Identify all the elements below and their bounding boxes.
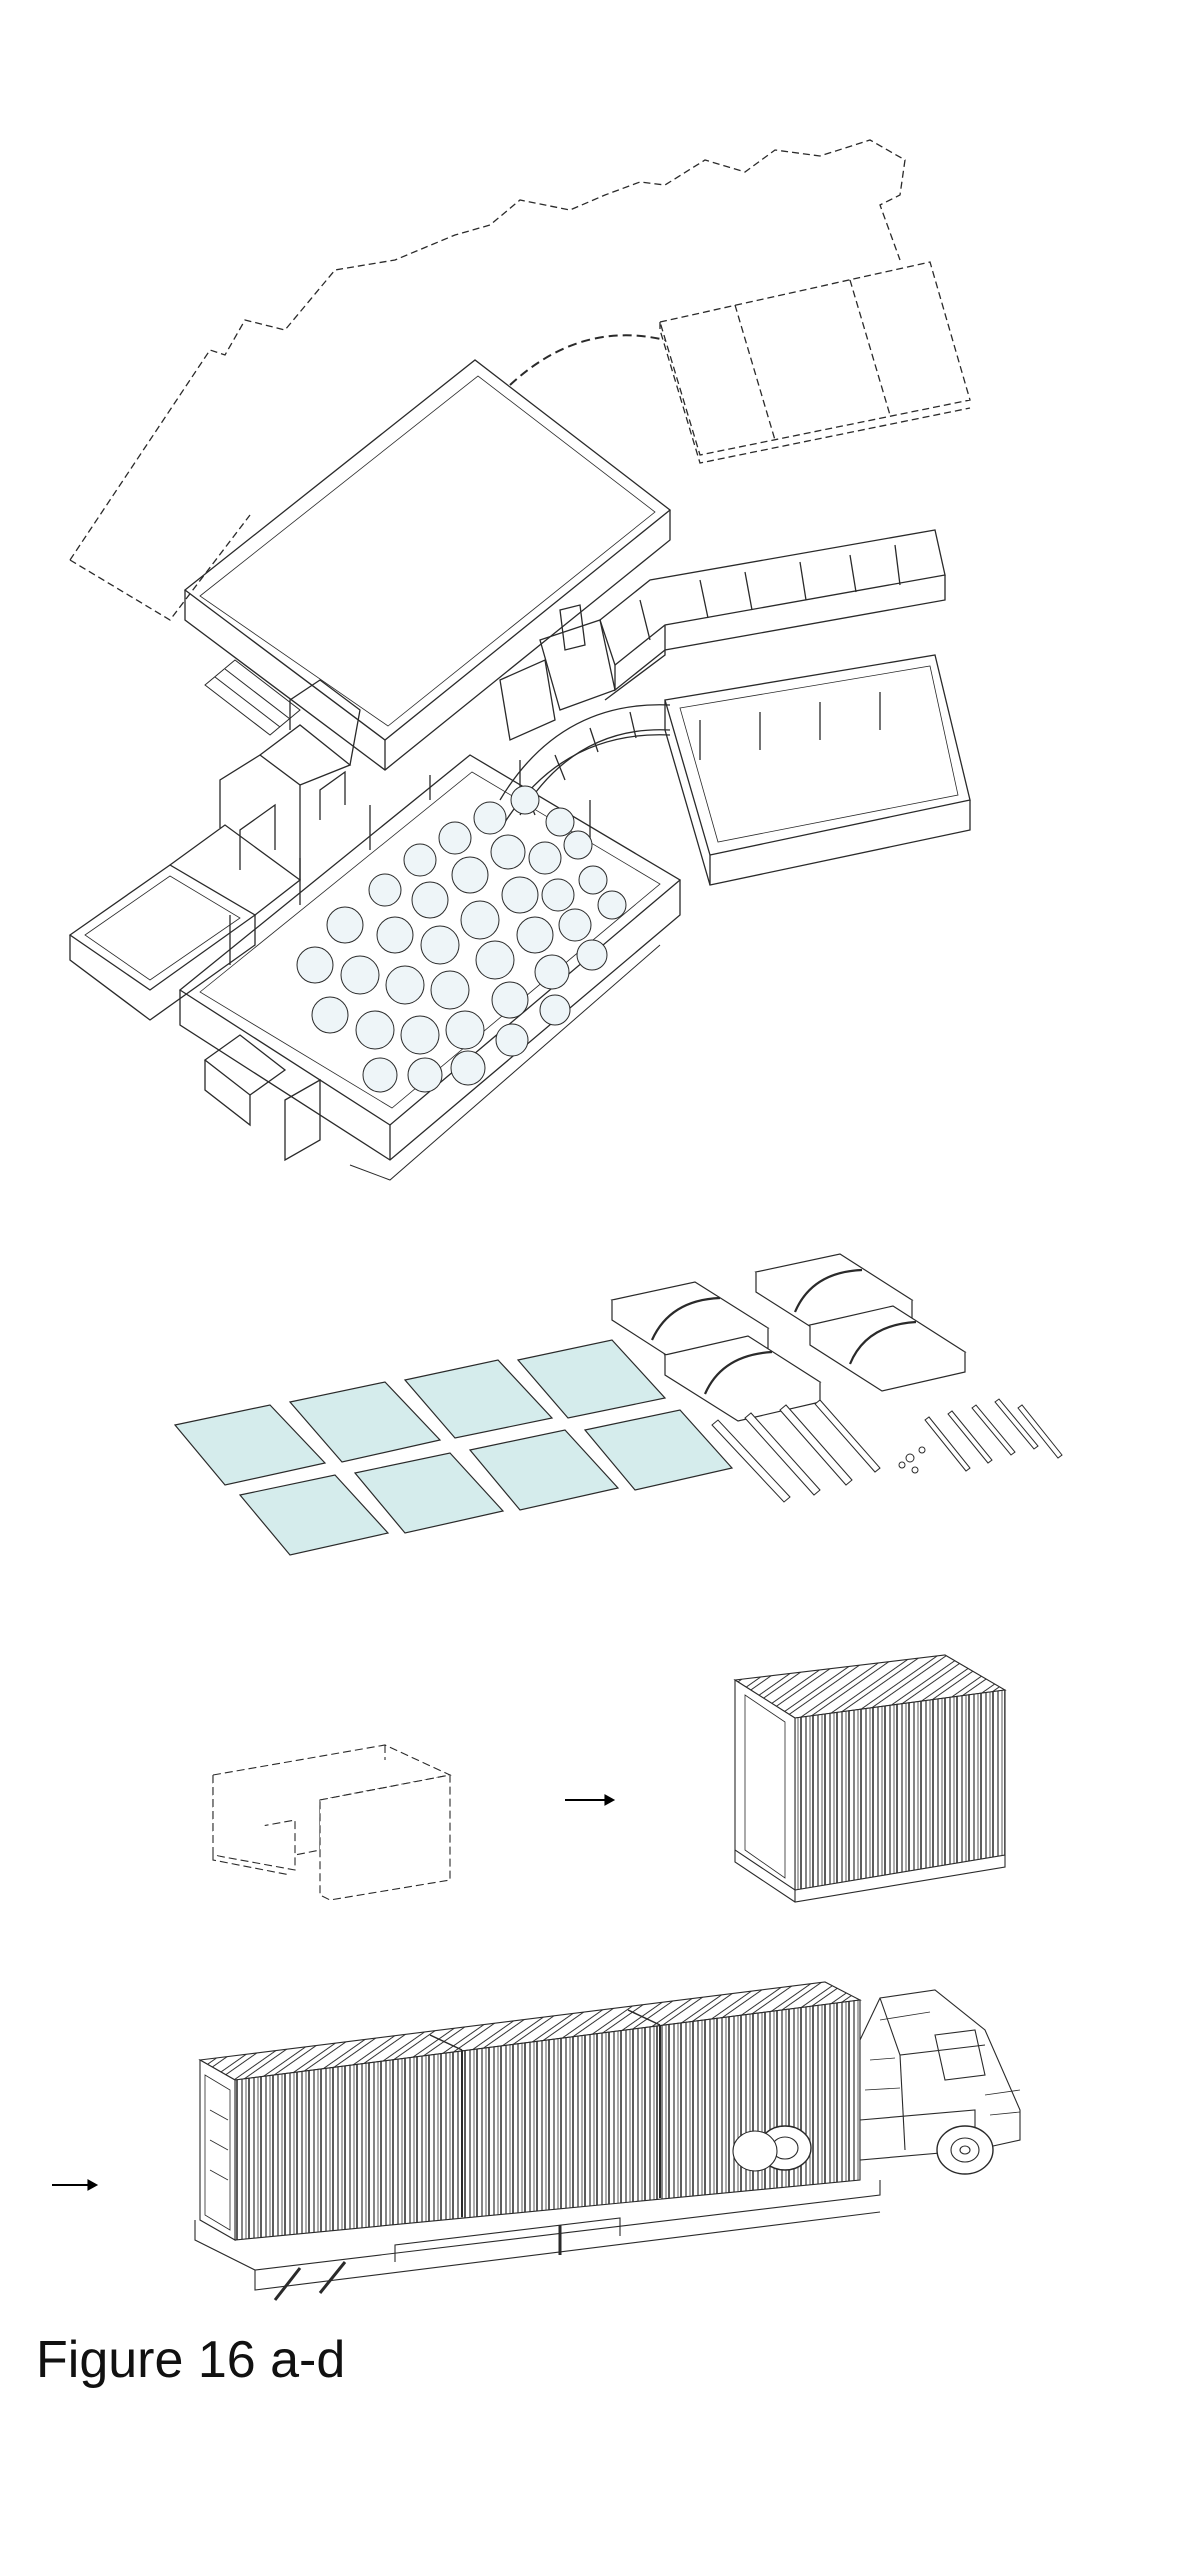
trailer-wheels <box>733 2126 811 2171</box>
courtyard-box <box>665 655 970 885</box>
figure-caption: Figure 16 a-d <box>36 2331 346 2389</box>
glass-panel <box>405 1360 552 1438</box>
right-arrow-icon-left <box>52 2180 97 2190</box>
glass-panel <box>470 1430 618 1510</box>
glass-panel <box>290 1382 440 1462</box>
gallery-base <box>180 755 680 1180</box>
rods-and-fixings <box>712 1399 1062 1502</box>
stair-element <box>205 660 300 735</box>
glass-panel <box>585 1410 732 1490</box>
glass-panels <box>175 1340 732 1555</box>
wall-module <box>665 1336 820 1421</box>
curved-link-outline <box>510 335 665 385</box>
stepped-roof-front-edge <box>70 515 250 620</box>
glass-panel <box>518 1340 665 1418</box>
packed-volume <box>213 1745 450 1900</box>
stepped-roof-outline <box>70 140 905 560</box>
trailer-chassis <box>195 2180 880 2300</box>
exploded-building-axonometric <box>70 140 970 1180</box>
right-arrow-icon <box>565 1795 614 1805</box>
right-wing-rooms <box>500 530 945 740</box>
glass-panel <box>355 1453 503 1533</box>
kit-of-parts-components <box>175 1254 1062 1555</box>
truck-transport <box>52 1982 1020 2300</box>
entry-volumes <box>205 1035 320 1160</box>
packing-to-container <box>213 1655 1005 1902</box>
labyrinth-installation <box>297 786 626 1092</box>
left-wing-rooms <box>70 680 360 1020</box>
curved-wall-modules <box>612 1254 965 1421</box>
cab-wheels <box>937 2126 993 2174</box>
wall-module <box>810 1306 965 1391</box>
right-roof-slab <box>660 262 970 463</box>
glass-panel <box>240 1475 388 1555</box>
main-roof-slab <box>185 360 670 770</box>
shipping-container <box>735 1655 1005 1902</box>
container-row <box>200 1982 860 2240</box>
glass-panel <box>175 1405 325 1485</box>
truck-cab <box>860 1990 1020 2160</box>
